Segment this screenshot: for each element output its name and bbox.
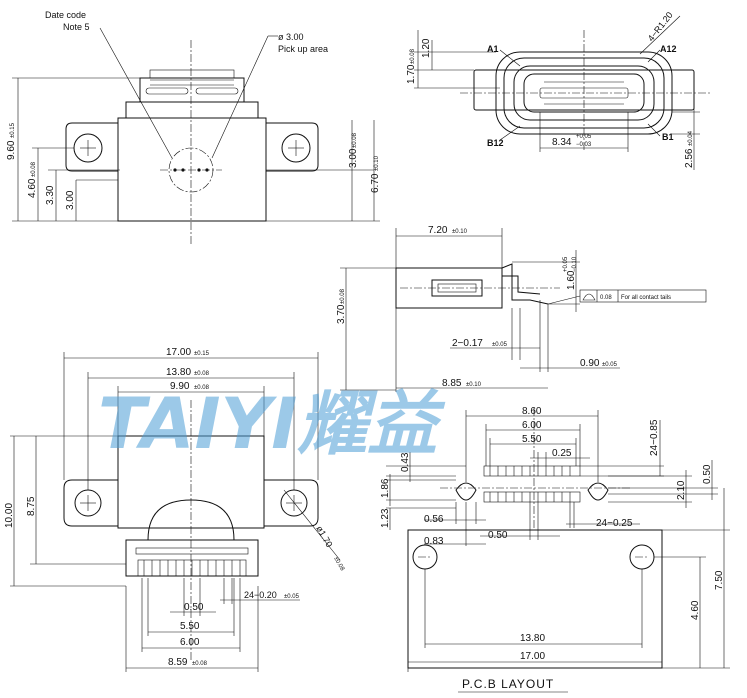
dim-090: 0.90: [580, 358, 600, 369]
pickup-area-label: Pick up area: [278, 44, 328, 54]
pin-a1: A1: [487, 44, 499, 54]
dim-460-tol: ±0.08: [31, 161, 37, 177]
dim-h-total: 9.60: [6, 140, 17, 160]
pcb-210: 2.10: [676, 480, 687, 500]
dim-1700-tol: ±0.15: [194, 351, 210, 357]
dim-r-300: 3.00: [348, 148, 359, 168]
dim-875: 8.75: [26, 496, 37, 516]
dim-834-tol-top: +0.05: [576, 134, 592, 140]
pcb-123: 1.23: [380, 508, 391, 528]
dim-460: 4.60: [27, 178, 38, 198]
dim-017: 2−0.17: [452, 338, 483, 349]
dim-256: 2.56: [684, 148, 695, 168]
coplanarity-note: For all contact tails: [621, 295, 671, 301]
coplanarity-value: 0.08: [600, 295, 612, 301]
pin-b12: B12: [487, 138, 504, 148]
dim-front-600: 6.00: [180, 637, 200, 648]
dim-r-670: 6.70: [370, 173, 381, 193]
dim-front-050: 0.50: [184, 602, 204, 613]
pcb-600: 6.00: [522, 420, 542, 431]
pcb-025: 0.25: [552, 448, 572, 459]
pcb-043: 0.43: [400, 452, 411, 472]
pcb-24-025: 24−0.25: [596, 518, 633, 529]
pcb-460: 4.60: [690, 600, 701, 620]
pcb-056: 0.56: [424, 514, 444, 525]
dim-r-300-tol: ±0.08: [352, 132, 358, 148]
pad-rows: [483, 465, 581, 503]
dim-720-tol: ±0.10: [452, 229, 468, 235]
pcb-layout-title: P.C.B LAYOUT: [462, 677, 554, 691]
pin-a12: A12: [660, 44, 677, 54]
dim-r-670-tol: ±0.10: [374, 155, 380, 171]
dim-990-tol: ±0.08: [194, 385, 210, 391]
pcb-050-right: 0.50: [702, 464, 713, 484]
pcb-186: 1.86: [380, 478, 391, 498]
pcb-1700: 17.00: [520, 651, 545, 662]
date-code-label: Date code: [45, 10, 86, 20]
pcb-083: 0.83: [424, 536, 444, 547]
pcb-750: 7.50: [714, 570, 725, 590]
top-view: Date code Note 5 ø 3.00 Pick up area 9.6…: [6, 10, 381, 245]
pcb-550: 5.50: [522, 434, 542, 445]
dim-front-859-tol: ±0.08: [192, 661, 208, 667]
dim-120: 1.20: [421, 38, 432, 58]
dim-370-tol: ±0.08: [340, 288, 346, 304]
dim-hole-170-tol: ±0.08: [332, 556, 345, 573]
pcb-860: 8.60: [522, 406, 542, 417]
side-view: 7.20 ±0.10 3.70 ±0.08 1.60 +0.05 −0.10 0…: [336, 225, 707, 392]
dim-256-tol: ±0.04: [688, 130, 694, 146]
pin-b1: B1: [662, 132, 674, 142]
dim-017-tol: ±0.05: [492, 342, 508, 348]
pcb-24-085: 24−0.85: [649, 419, 660, 456]
dim-885-tol: ±0.10: [466, 382, 482, 388]
dim-160-tol-bot: −0.10: [572, 256, 578, 272]
dim-834: 8.34: [552, 137, 572, 148]
dim-170: 1.70: [406, 64, 417, 84]
dim-885: 8.85: [442, 378, 462, 389]
dim-160: 1.60: [566, 270, 577, 290]
pcb-1380: 13.80: [520, 633, 545, 644]
radius-label: 4−R1.20: [646, 10, 675, 43]
dim-hole-170: ø1.70: [314, 524, 334, 549]
receptacle-view: A1 A12 B12 B1 4−R1.20 1.20 1.70 ±0.08 8.…: [406, 10, 710, 170]
dim-front-020: 24−0.20: [244, 590, 277, 600]
dim-990: 9.90: [170, 381, 190, 392]
dim-front-859: 8.59: [168, 657, 188, 668]
dim-1000: 10.00: [4, 503, 15, 528]
pin-row-front: [137, 559, 247, 577]
dim-1380: 13.80: [166, 367, 191, 378]
pcb-050: 0.50: [488, 530, 508, 541]
dim-h-total-tol: ±0.15: [10, 122, 16, 138]
dim-1700: 17.00: [166, 347, 191, 358]
dim-370: 3.70: [336, 304, 347, 324]
watermark-logo: TAIYI耀益: [98, 383, 446, 465]
dim-front-550: 5.50: [180, 621, 200, 632]
dim-160-tol-top: +0.05: [563, 256, 569, 272]
dim-170-tol: ±0.08: [410, 48, 416, 64]
note-label: Note 5: [63, 22, 90, 32]
pcb-layout: 8.60 6.00 5.50 0.25 24−0.85 2.10 0.50 7.…: [380, 406, 730, 693]
dim-330: 3.30: [45, 185, 56, 205]
dim-090-tol: ±0.05: [602, 362, 618, 368]
dim-300: 3.00: [65, 190, 76, 210]
pickup-dia-label: ø 3.00: [278, 32, 304, 42]
dim-834-tol-bot: −0.03: [576, 142, 592, 148]
dim-front-020-tol: ±0.05: [284, 594, 300, 600]
dim-1380-tol: ±0.08: [194, 371, 210, 377]
front-view: 17.00 ±0.15 13.80 ±0.08 9.90 ±0.08 10.00…: [4, 347, 345, 672]
pin-teeth-top: [149, 69, 235, 79]
dim-720: 7.20: [428, 225, 448, 236]
